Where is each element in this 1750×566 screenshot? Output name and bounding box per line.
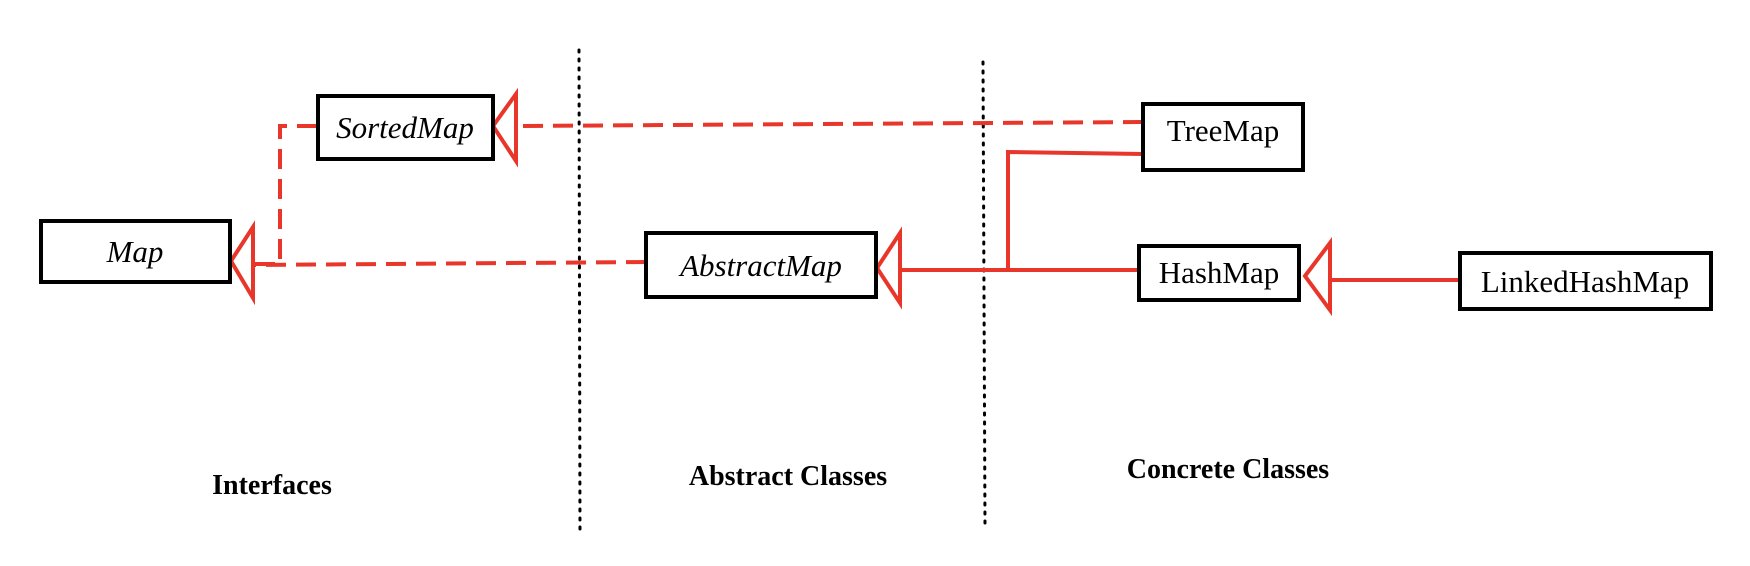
class-abstractmap[interactable]: AbstractMap: [644, 231, 878, 299]
relation-abstractmap-map: [253, 260, 647, 267]
class-linkedhashmap-label: LinkedHashMap: [1481, 264, 1689, 299]
relation-treemap-sortedmap: [515, 120, 1144, 128]
class-linkedhashmap[interactable]: LinkedHashMap: [1458, 251, 1713, 311]
separator-interfaces-abstract: [577, 48, 582, 537]
relation-treemap-abstractmap: [1006, 149, 1144, 270]
arrowhead-abstractmap-icon: [874, 226, 902, 310]
section-label-interfaces: Interfaces: [212, 470, 332, 501]
section-label-concrete: Concrete Classes: [1127, 454, 1330, 485]
class-hashmap[interactable]: HashMap: [1137, 244, 1301, 302]
section-label-abstract: Abstract Classes: [689, 461, 887, 492]
arrowhead-map-icon: [228, 220, 255, 306]
arrowhead-hashmap-icon: [1302, 237, 1332, 317]
class-sortedmap[interactable]: SortedMap: [316, 94, 495, 161]
class-map-label: Map: [106, 234, 164, 269]
arrowhead-sortedmap-icon: [490, 87, 518, 168]
class-hashmap-label: HashMap: [1159, 255, 1280, 290]
class-map[interactable]: Map: [39, 219, 232, 284]
relation-sortedmap-map: [254, 124, 317, 266]
class-sortedmap-label: SortedMap: [336, 110, 474, 145]
class-treemap[interactable]: TreeMap: [1141, 102, 1305, 172]
class-treemap-label: TreeMap: [1167, 113, 1280, 148]
class-abstractmap-label: AbstractMap: [678, 248, 842, 283]
separator-abstract-concrete: [981, 60, 987, 528]
